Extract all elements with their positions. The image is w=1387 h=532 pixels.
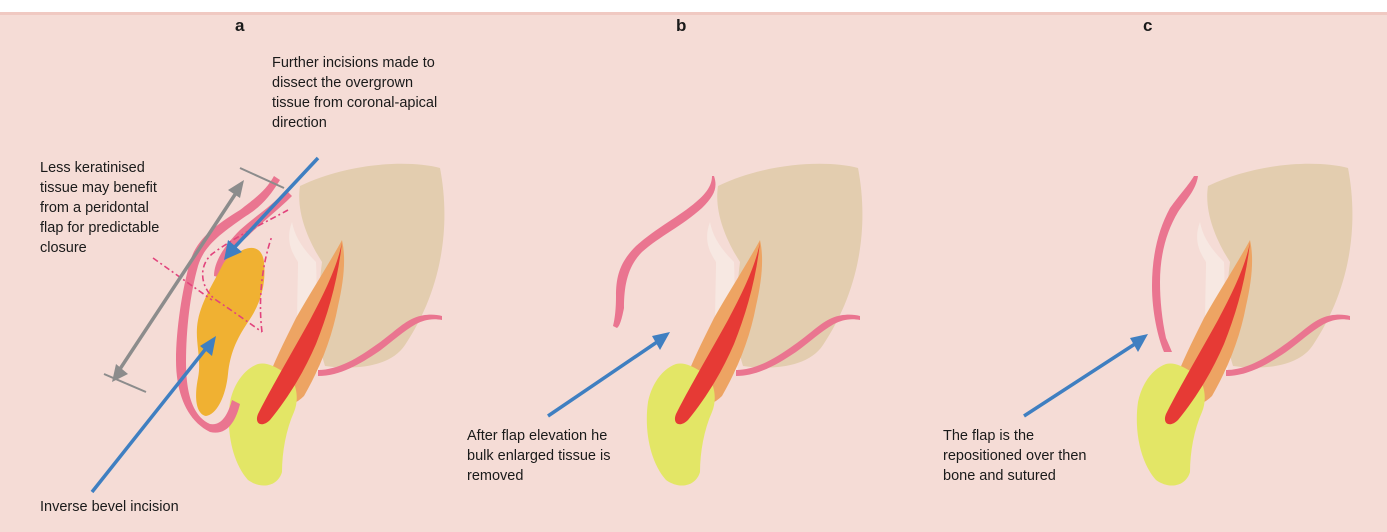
annotation-line: dissect the overgrown: [272, 73, 437, 93]
annotation-line: Inverse bevel incision: [40, 497, 179, 517]
annotation-line: The flap is the: [943, 426, 1087, 446]
annotation-line: Further incisions made to: [272, 53, 437, 73]
panel-label-b: b: [676, 16, 686, 36]
annotation-line: tissue may benefit: [40, 178, 159, 198]
annotation-line: from a peridontal: [40, 198, 159, 218]
annotation-inverse-bevel: Inverse bevel incision: [40, 497, 179, 517]
panel-label-a: a: [235, 16, 244, 36]
panel-label-c: c: [1143, 16, 1152, 36]
annotation-flap-repositioned: The flap is the repositioned over then b…: [943, 426, 1087, 486]
annotation-line: Less keratinised: [40, 158, 159, 178]
annotation-line: closure: [40, 238, 159, 258]
annotation-line: bone and sutured: [943, 466, 1087, 486]
annotation-line: flap for predictable: [40, 218, 159, 238]
annotation-line: direction: [272, 113, 437, 133]
annotation-line: After flap elevation he: [467, 426, 610, 446]
annotation-less-keratinised: Less keratinised tissue may benefit from…: [40, 158, 159, 258]
annotation-line: removed: [467, 466, 610, 486]
annotation-further-incisions: Further incisions made to dissect the ov…: [272, 53, 437, 133]
annotation-flap-elevation: After flap elevation he bulk enlarged ti…: [467, 426, 610, 486]
annotation-line: tissue from coronal-apical: [272, 93, 437, 113]
annotation-line: bulk enlarged tissue is: [467, 446, 610, 466]
annotation-line: repositioned over then: [943, 446, 1087, 466]
